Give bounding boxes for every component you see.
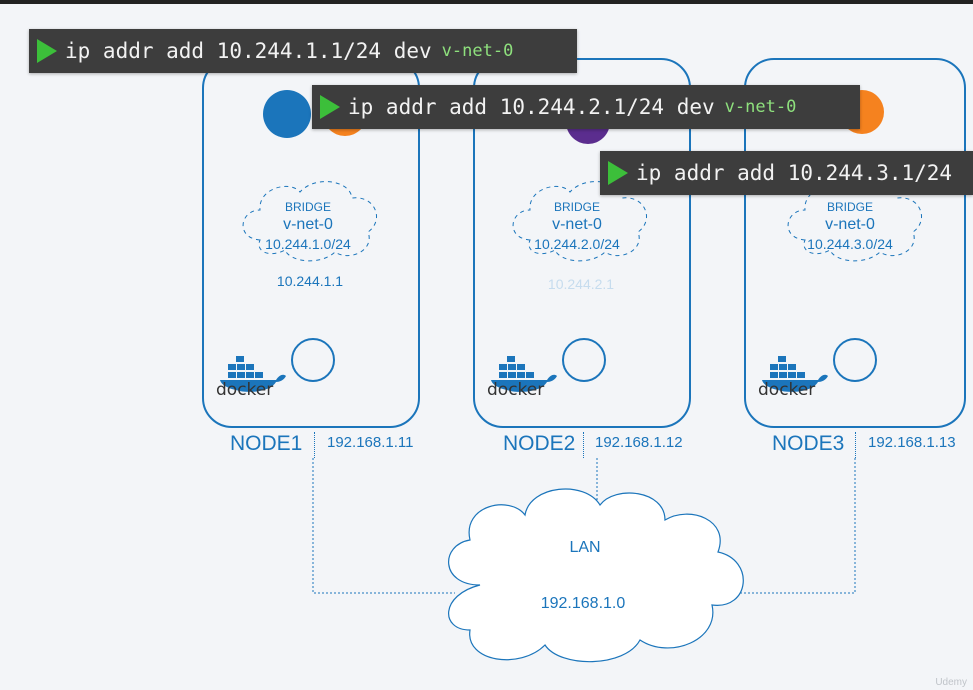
lan-label: LAN (569, 539, 601, 556)
node2-box (473, 58, 691, 428)
bridge-ip-node2: 10.244.2.1 (547, 276, 615, 292)
udemy-watermark: Udemy (935, 677, 967, 688)
docker-label: docker (487, 380, 545, 400)
container-node1 (291, 338, 335, 382)
divider (583, 432, 584, 458)
bridge-node3: BRIDGE v-net-0 10.244.3.0/24 (780, 200, 920, 252)
divider (855, 432, 856, 458)
command-text: ip addr add 10.244.3.1/24 (636, 161, 953, 185)
docker-label: docker (216, 380, 274, 400)
command-node2: ip addr add 10.244.2.1/24 dev v-net-0 (312, 85, 860, 129)
command-device: v-net-0 (724, 97, 797, 117)
command-node1: ip addr add 10.244.1.1/24 dev v-net-0 (29, 29, 577, 73)
play-icon (608, 161, 628, 185)
bridge-name: v-net-0 (825, 216, 875, 233)
container-node3 (833, 338, 877, 382)
command-device: v-net-0 (441, 41, 514, 61)
bridge-subnet: 10.244.3.0/24 (807, 236, 893, 252)
node2-label: NODE2 (503, 432, 576, 455)
container-node2 (562, 338, 606, 382)
lan-network: 192.168.1.0 (540, 595, 626, 612)
bridge-subnet: 10.244.2.0/24 (534, 236, 620, 252)
docker-icon (762, 356, 828, 392)
play-icon (37, 39, 57, 63)
bridge-subnet: 10.244.1.0/24 (265, 236, 351, 252)
command-node3: ip addr add 10.244.3.1/24 (600, 151, 973, 195)
divider (314, 432, 315, 458)
bridge-label: BRIDGE (553, 200, 600, 214)
bridge-node2: BRIDGE v-net-0 10.244.2.0/24 (507, 200, 647, 252)
node1-label: NODE1 (230, 432, 303, 455)
lan-cloud (448, 488, 744, 663)
node3-label: NODE3 (772, 432, 845, 455)
bridge-name: v-net-0 (283, 216, 333, 233)
lan-link-node3 (740, 458, 856, 594)
node3-box (744, 58, 966, 428)
command-text: ip addr add 10.244.2.1/24 dev (348, 95, 715, 119)
top-bar (0, 0, 973, 4)
command-text: ip addr add 10.244.1.1/24 dev (65, 39, 432, 63)
bridge-node1: BRIDGE v-net-0 10.244.1.0/24 (238, 200, 378, 252)
lan-link-node1 (312, 458, 455, 594)
node1-ip: 192.168.1.11 (327, 434, 414, 451)
bridge-label: BRIDGE (826, 200, 873, 214)
node2-ip: 192.168.1.12 (595, 434, 683, 451)
docker-icon (491, 356, 557, 392)
docker-icon (220, 356, 286, 392)
play-icon (320, 95, 340, 119)
node3-ip: 192.168.1.13 (868, 434, 956, 451)
pod-blue-node1 (263, 90, 311, 138)
bridge-name: v-net-0 (552, 216, 602, 233)
bridge-ip-node1: 10.244.1.1 (276, 273, 344, 289)
bridge-label: BRIDGE (284, 200, 331, 214)
docker-label: docker (758, 380, 816, 400)
